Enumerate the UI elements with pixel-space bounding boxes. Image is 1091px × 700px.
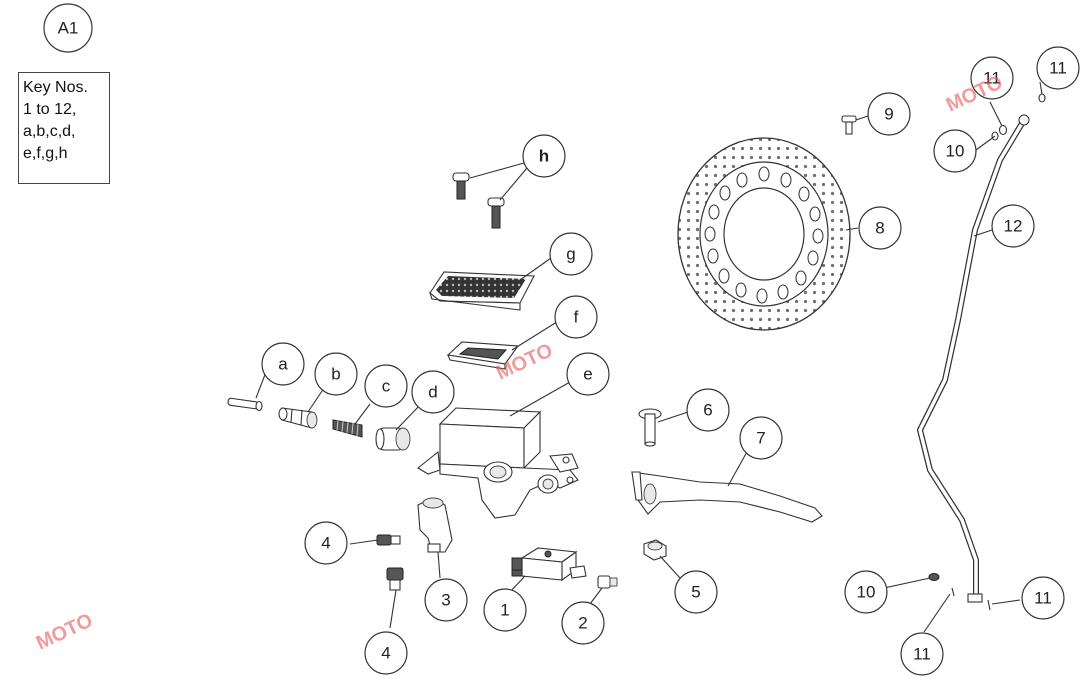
callout-11-top-left: 11 xyxy=(970,56,1014,100)
callout-6: 6 xyxy=(686,388,730,432)
svg-text:4: 4 xyxy=(381,644,390,663)
part-a-pin xyxy=(227,397,263,412)
key-line-1: Key Nos. xyxy=(23,79,88,96)
key-numbers-box: Key Nos. 1 to 12, a,b,c,d, e,f,g,h xyxy=(18,72,110,184)
callout-2: 2 xyxy=(561,601,605,645)
callout-11-bottom-left: 11 xyxy=(900,632,944,676)
callout-11-top-right: 11 xyxy=(1036,46,1080,90)
leader-lines xyxy=(255,81,1043,633)
part-f-gasket xyxy=(446,341,520,370)
part-5-nut xyxy=(643,539,667,561)
part-g-cover xyxy=(428,271,535,311)
svg-text:f: f xyxy=(574,308,579,327)
callout-b: b xyxy=(314,352,358,396)
part-6-bolt xyxy=(638,408,662,447)
callout-3: 3 xyxy=(424,578,468,622)
callout-5: 5 xyxy=(674,570,718,614)
key-line-2: 1 to 12, xyxy=(23,101,77,118)
svg-text:10: 10 xyxy=(946,142,965,161)
svg-text:g: g xyxy=(566,245,575,264)
part-h-screws xyxy=(452,172,505,229)
svg-text:1: 1 xyxy=(500,601,509,620)
svg-text:6: 6 xyxy=(703,401,712,420)
part-12-brake-line xyxy=(917,114,1030,603)
svg-text:11: 11 xyxy=(913,645,931,664)
svg-text:2: 2 xyxy=(578,614,587,633)
callout-1: 1 xyxy=(483,588,527,632)
part-e-master-cylinder xyxy=(417,407,579,519)
part-4-bolts xyxy=(376,534,404,591)
svg-text:8: 8 xyxy=(875,219,884,238)
svg-text:11: 11 xyxy=(1049,59,1067,78)
svg-text:3: 3 xyxy=(441,591,450,610)
svg-text:5: 5 xyxy=(691,583,700,602)
callout-e: e xyxy=(566,352,610,396)
watermark-logo-left: MOTO xyxy=(33,609,96,654)
callout-d: d xyxy=(411,370,455,414)
callout-c: c xyxy=(364,364,408,408)
svg-text:7: 7 xyxy=(756,429,765,448)
svg-text:h: h xyxy=(539,147,549,166)
svg-text:MOTO: MOTO xyxy=(33,609,96,654)
svg-text:10: 10 xyxy=(857,583,876,602)
callout-11-bottom-right: 11 xyxy=(1021,576,1065,620)
part-1-switch xyxy=(511,547,587,582)
svg-text:b: b xyxy=(331,365,340,384)
diagram-id-callout: A1 xyxy=(43,3,93,53)
callout-g: g xyxy=(549,232,593,276)
part-10-11-seals xyxy=(928,93,1046,611)
callout-a: a xyxy=(261,342,305,386)
part-3-clamp xyxy=(417,497,453,553)
svg-text:11: 11 xyxy=(983,69,1001,88)
part-9-bolt xyxy=(841,115,857,135)
callout-10-lower: 10 xyxy=(844,570,888,614)
callout-4-lower: 4 xyxy=(364,631,408,675)
key-line-4: e,f,g,h xyxy=(23,145,68,162)
part-7-lever xyxy=(631,471,823,523)
part-c-spring xyxy=(332,419,363,438)
svg-text:a: a xyxy=(278,355,288,374)
callout-h: h xyxy=(522,134,566,178)
svg-text:4: 4 xyxy=(321,534,330,553)
diagram-id: A1 xyxy=(58,19,79,38)
callout-4-upper: 4 xyxy=(304,521,348,565)
callout-f: f xyxy=(554,295,598,339)
callout-7: 7 xyxy=(739,416,783,460)
part-b-boot xyxy=(278,407,318,429)
callout-9: 9 xyxy=(867,92,911,136)
part-d-piston xyxy=(375,427,411,451)
callout-8: 8 xyxy=(858,206,902,250)
svg-text:e: e xyxy=(583,365,592,384)
svg-text:d: d xyxy=(428,383,437,402)
key-line-3: a,b,c,d, xyxy=(23,123,76,140)
part-8-brake-disc xyxy=(677,137,851,331)
svg-text:c: c xyxy=(382,377,391,396)
svg-text:9: 9 xyxy=(884,105,893,124)
callout-12: 12 xyxy=(991,204,1035,248)
callout-10-upper: 10 xyxy=(933,129,977,173)
part-2-screw xyxy=(597,575,618,589)
svg-text:12: 12 xyxy=(1004,217,1023,236)
svg-text:11: 11 xyxy=(1034,589,1052,608)
